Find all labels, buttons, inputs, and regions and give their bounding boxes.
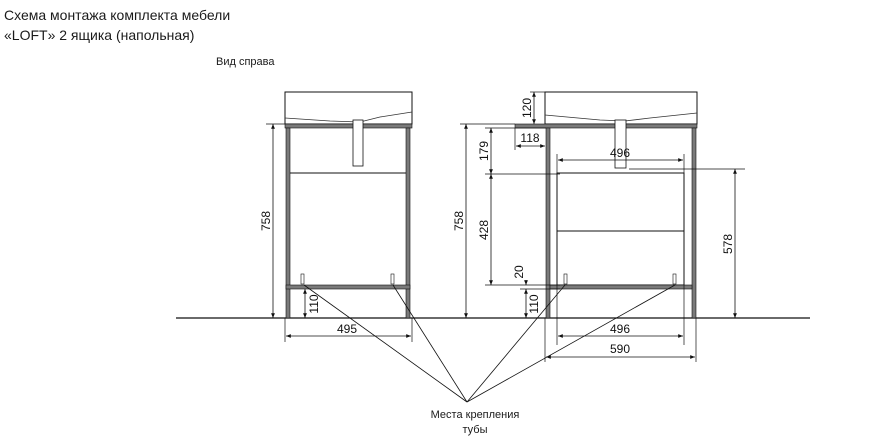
- dim-side-110: 110: [307, 294, 321, 313]
- dim-side-495: 495: [337, 322, 357, 336]
- title-line-1: Схема монтажа комплекта мебели: [4, 7, 231, 23]
- diagram-title: Схема монтажа комплекта мебели «LOFT» 2 …: [4, 5, 230, 45]
- mounting-point-leaders: [303, 284, 676, 403]
- side-view-label: Вид справа: [216, 56, 275, 68]
- mounting-points-caption: Места крепления тубы: [390, 408, 560, 438]
- dim-front-758: 758: [452, 211, 466, 231]
- dim-front-120: 120: [520, 98, 534, 118]
- dim-front-20: 20: [512, 265, 526, 279]
- dim-front-496-top: 496: [610, 146, 630, 160]
- dim-front-590: 590: [610, 342, 630, 356]
- caption-line-2: тубы: [462, 424, 488, 436]
- front-view-dimensions: 120 118 758 179 428 20 110 496 578: [452, 91, 745, 362]
- side-view-dimensions: 758 110 495: [259, 123, 413, 342]
- caption-line-1: Места крепления: [430, 409, 520, 421]
- dim-front-496-bottom: 496: [610, 322, 630, 336]
- dim-front-110: 110: [527, 294, 541, 313]
- title-line-2: «LOFT» 2 ящика (напольная): [4, 27, 195, 43]
- dim-side-758: 758: [259, 211, 273, 231]
- front-view-cabinet: [514, 91, 698, 319]
- dim-front-428: 428: [477, 220, 491, 240]
- dim-front-578: 578: [721, 234, 735, 254]
- side-view-cabinet: [284, 91, 413, 319]
- dim-front-118: 118: [520, 131, 539, 145]
- dim-front-179: 179: [477, 141, 491, 161]
